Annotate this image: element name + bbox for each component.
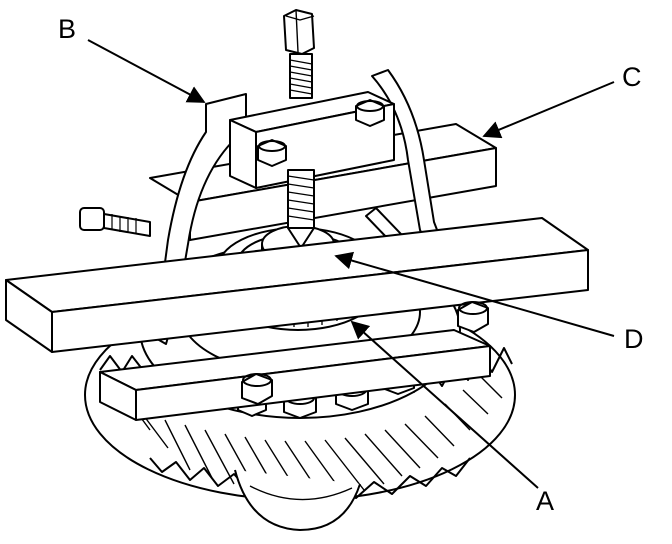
callout-label-a: A [536, 486, 555, 516]
callout-label-d: D [624, 324, 644, 354]
stub-bolt [79, 207, 151, 237]
lower-tool-bar [99, 329, 491, 421]
leader-c [482, 81, 615, 139]
leader-d [334, 251, 615, 337]
crosshead-bolts [257, 99, 385, 167]
front-tool-bar [5, 217, 589, 353]
leader-a [350, 320, 539, 489]
leader-b [87, 39, 206, 103]
callout-label-b: B [58, 14, 77, 44]
callout-leaders [87, 39, 615, 489]
forcing-screw [283, 9, 315, 249]
bar-bolts [241, 301, 489, 405]
callout-label-c: C [622, 62, 642, 92]
puller-crosshead [229, 91, 395, 189]
